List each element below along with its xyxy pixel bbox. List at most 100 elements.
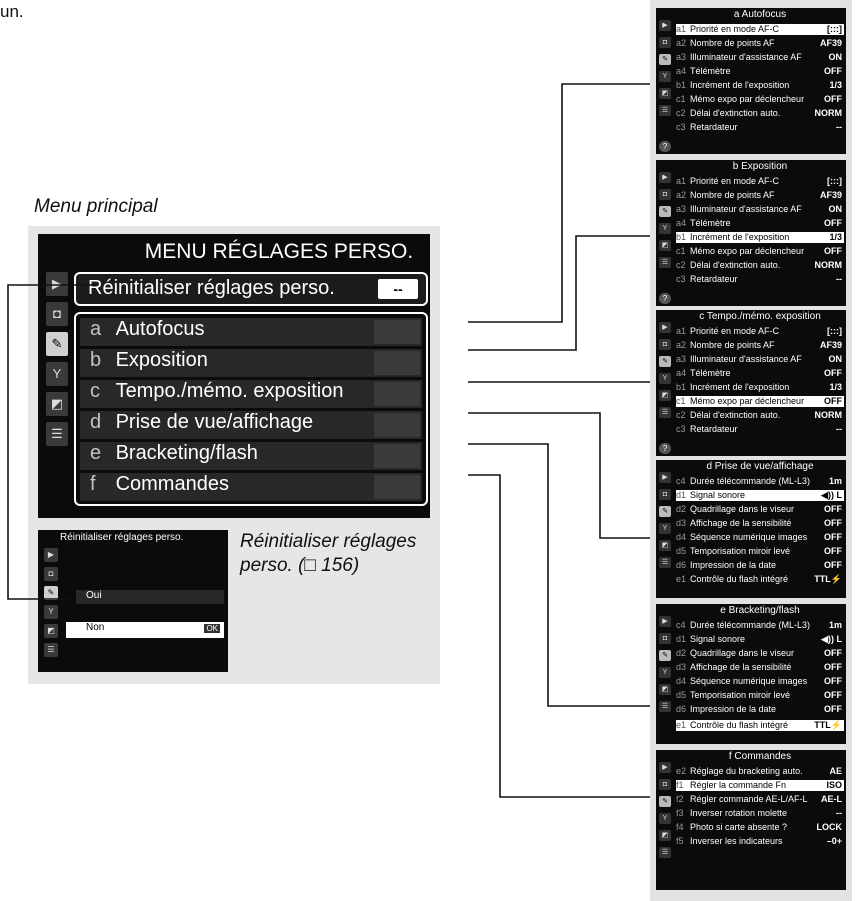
setting-value: TTL⚡ xyxy=(814,574,842,584)
menu-group-item[interactable]: c Tempo./mémo. exposition xyxy=(80,380,422,408)
panel-title: e Bracketing/flash xyxy=(720,605,800,616)
setting-label: Photo si carte absente ? xyxy=(690,822,788,832)
pencil-icon: ✎ xyxy=(659,650,671,661)
setting-label: Délai d'extinction auto. xyxy=(690,260,781,270)
setting-value: –0+ xyxy=(826,836,842,846)
recent-settings-icon[interactable]: ☰ xyxy=(46,422,68,446)
pencil-icon[interactable]: ✎ xyxy=(46,332,68,356)
setting-label: Télémètre xyxy=(690,368,731,378)
group-letter: f xyxy=(90,473,96,495)
reset-dialog-title: Réinitialiser réglages perso. xyxy=(60,532,184,543)
setting-label: Mémo expo par déclencheur xyxy=(690,94,805,104)
wrench-icon[interactable]: Y xyxy=(46,362,68,386)
setting-code: f2 xyxy=(676,794,684,804)
main-menu-illustration: MENU RÉGLAGES PERSO. ▶ ◘ ✎ Y ◩ ☰ Réiniti… xyxy=(28,226,440,684)
setting-label: Réglage du bracketing auto. xyxy=(690,766,803,776)
setting-label: Incrément de l'exposition xyxy=(690,382,790,392)
reset-yes-option[interactable]: Oui xyxy=(76,590,224,604)
panel-title: c Tempo./mémo. exposition xyxy=(699,311,821,322)
menu-group-item[interactable]: e Bracketing/flash xyxy=(80,442,422,470)
camera-icon[interactable]: ◘ xyxy=(46,302,68,326)
setting-value: OFF xyxy=(824,546,842,556)
menu-group-item[interactable]: f Commandes xyxy=(80,473,422,501)
ok-badge: OK xyxy=(204,624,220,633)
group-value-slot xyxy=(374,382,420,406)
reset-custom-settings-item[interactable]: Réinitialiser réglages perso. -- xyxy=(74,272,428,306)
setting-value: OFF xyxy=(824,690,842,700)
setting-label: Mémo expo par déclencheur xyxy=(690,246,805,256)
menu-group-item[interactable]: d Prise de vue/affichage xyxy=(80,411,422,439)
menu-group-item[interactable]: a Autofocus xyxy=(80,318,422,346)
setting-value: OFF xyxy=(824,560,842,570)
reset-caption: Réinitialiser réglages perso. (□ 156) xyxy=(240,531,417,576)
panel-sidebar: ▶ ◘ ✎ Y ◩ ☰ xyxy=(659,472,671,574)
wrench-icon: Y xyxy=(659,813,671,824)
camera-icon: ◘ xyxy=(659,779,671,790)
group-value-slot xyxy=(374,475,420,499)
preceding-text-fragment: un. xyxy=(0,2,24,21)
setting-label: Délai d'extinction auto. xyxy=(690,410,781,420)
retouch-icon[interactable]: ◩ xyxy=(46,392,68,416)
setting-label: Quadrillage dans le viseur xyxy=(690,648,795,658)
recent-settings-icon: ☰ xyxy=(659,257,671,268)
menu-group-item[interactable]: b Exposition xyxy=(80,349,422,377)
setting-code: a4 xyxy=(676,66,687,76)
reset-no-option[interactable]: Non OK xyxy=(66,622,224,638)
setting-value: OFF xyxy=(824,518,842,528)
retouch-icon: ◩ xyxy=(44,624,58,638)
setting-value: LOCK xyxy=(816,822,843,832)
setting-value: ON xyxy=(828,52,843,62)
setting-code: a4 xyxy=(676,368,687,378)
main-menu-caption: Menu principal xyxy=(34,196,158,217)
setting-value: OFF xyxy=(824,218,842,228)
playback-icon[interactable]: ▶ xyxy=(46,272,68,296)
setting-code: b1 xyxy=(676,382,687,392)
